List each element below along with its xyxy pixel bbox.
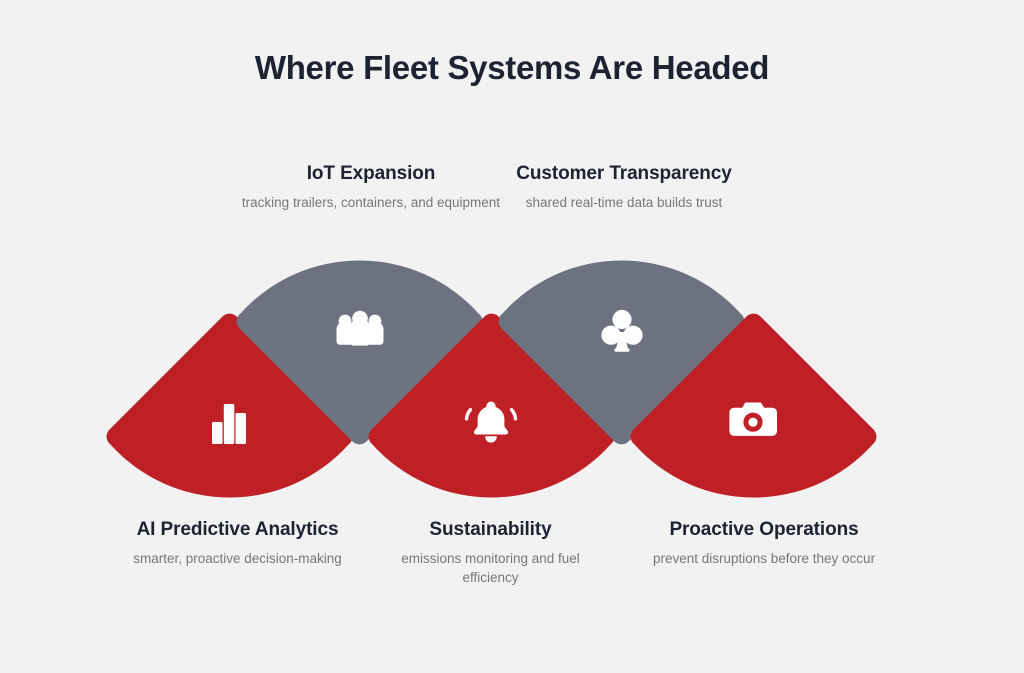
label-desc-sustainability: emissions monitoring and fuel efficiency bbox=[401, 550, 580, 586]
label-title-sustainability: Sustainability bbox=[429, 519, 552, 540]
wedge-customer-transparency[interactable] bbox=[498, 260, 745, 445]
wedge-shape-iot-expansion[interactable] bbox=[236, 260, 483, 445]
label-iot-expansion: IoT Expansion tracking trailers, contain… bbox=[241, 162, 501, 212]
label-proactive-operations: Proactive Operations prevent disruptions… bbox=[626, 518, 902, 568]
wedge-ai-predictive-analytics[interactable] bbox=[106, 313, 353, 498]
wedge-shape-customer-transparency[interactable] bbox=[498, 260, 745, 445]
label-desc-ai-predictive-analytics: smarter, proactive decision-making bbox=[133, 550, 342, 566]
label-title-ai-predictive-analytics: AI Predictive Analytics bbox=[136, 519, 339, 540]
wedge-iot-expansion[interactable] bbox=[236, 260, 483, 445]
page-title: Where Fleet Systems Are Headed bbox=[254, 49, 770, 86]
label-title-proactive-operations: Proactive Operations bbox=[669, 519, 859, 540]
wedge-proactive-operations[interactable] bbox=[630, 313, 877, 498]
label-desc-iot-expansion: tracking trailers, containers, and equip… bbox=[241, 194, 501, 210]
label-title-iot-expansion: IoT Expansion bbox=[306, 163, 436, 184]
label-customer-transparency: Customer Transparency shared real-time d… bbox=[488, 162, 760, 212]
label-title-customer-transparency: Customer Transparency bbox=[516, 163, 732, 184]
label-ai-predictive-analytics: AI Predictive Analytics smarter, proacti… bbox=[100, 518, 375, 568]
label-sustainability: Sustainability emissions monitoring and … bbox=[378, 518, 603, 588]
wedge-sustainability[interactable] bbox=[368, 313, 615, 498]
label-desc-proactive-operations: prevent disruptions before they occur bbox=[652, 550, 876, 566]
label-desc-customer-transparency: shared real-time data builds trust bbox=[525, 194, 723, 210]
